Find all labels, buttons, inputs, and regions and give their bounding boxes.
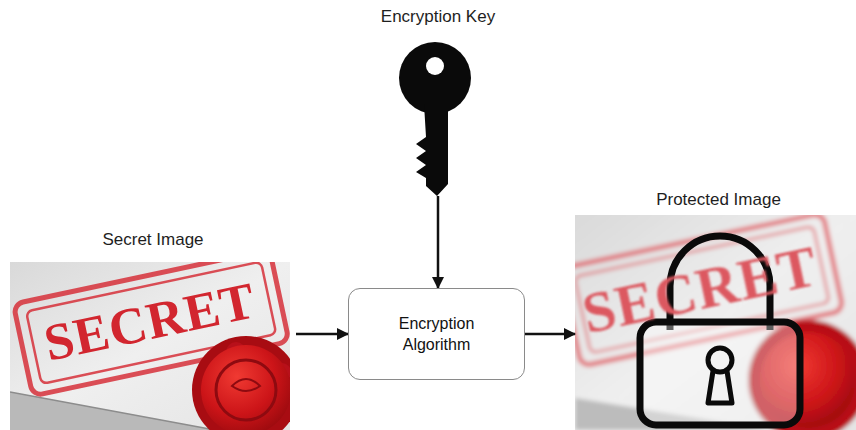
- figure-title: Secret Image: [10, 229, 296, 251]
- arrow-connector: [296, 333, 348, 336]
- figure-title: Encryption Key: [370, 6, 506, 28]
- stamp-text: SECRET: [40, 274, 260, 369]
- arrow-connector: [525, 333, 575, 336]
- stamp-text: SECRET: [578, 237, 823, 343]
- box-label: Encryption Algorithm: [381, 313, 493, 355]
- key-figure: Encryption Key: [370, 6, 506, 196]
- key-icon: [399, 42, 471, 196]
- wax-seal: [192, 336, 290, 430]
- process-box: Encryption Algorithm: [348, 288, 525, 380]
- protected-photo: [575, 215, 856, 430]
- figure-title: Protected Image: [575, 189, 856, 211]
- secret-photo: [10, 262, 290, 430]
- arrow-connector: [437, 196, 440, 288]
